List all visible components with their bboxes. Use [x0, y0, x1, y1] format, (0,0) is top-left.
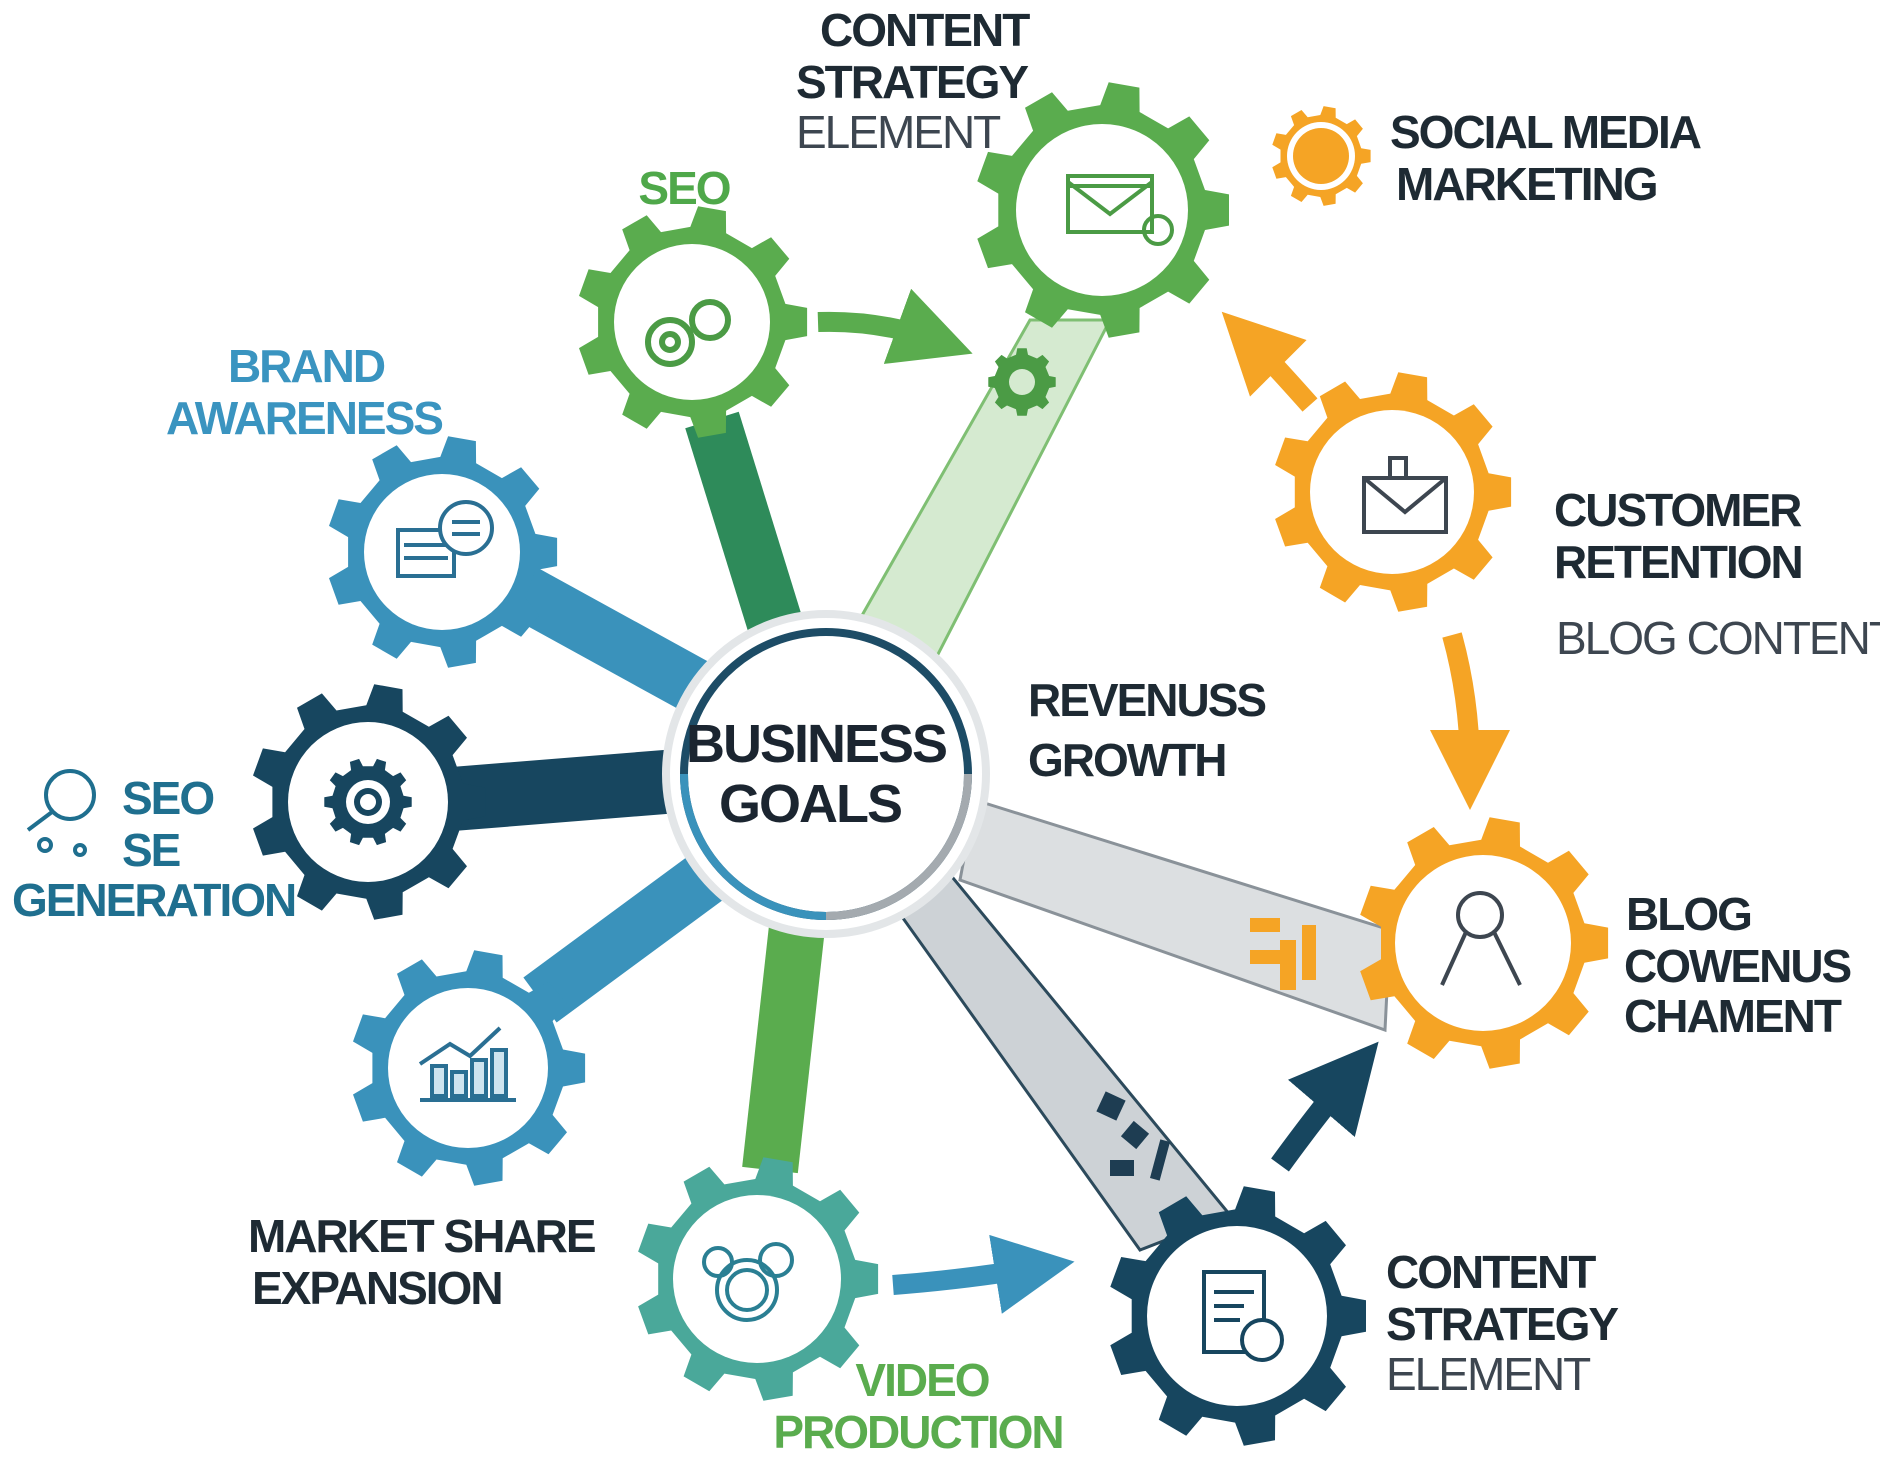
connector-content-top-band — [845, 318, 1113, 662]
arrow-video-to-bottom — [892, 1234, 1075, 1314]
envelope-icon — [1362, 456, 1448, 534]
gear-market-share — [353, 950, 586, 1186]
svg-text:PRODUCTION: PRODUCTION — [773, 1406, 1062, 1458]
connector-video — [742, 896, 828, 1174]
exchange-arrows-icon — [1250, 918, 1316, 990]
svg-text:CUSTOMER: CUSTOMER — [1554, 484, 1802, 536]
connector-brand — [506, 565, 734, 725]
label-market-share: MARKET SHARE EXPANSION — [248, 1210, 597, 1314]
gear-seo-generation — [253, 684, 486, 920]
svg-text:GENERATION: GENERATION — [12, 874, 295, 926]
svg-text:STRATEGY: STRATEGY — [796, 56, 1028, 108]
small-gear-hole — [1009, 369, 1035, 395]
svg-text:AWARENESS: AWARENESS — [166, 392, 442, 444]
email-settings-icon — [1066, 174, 1174, 246]
puzzle-pieces-icon — [1096, 1091, 1171, 1181]
gear-seo — [579, 206, 808, 438]
svg-text:BLOG: BLOG — [1626, 888, 1751, 940]
connector-seo — [685, 411, 807, 649]
label-blog-content: BLOG CONTENT — [1556, 612, 1880, 664]
label-seo-top: SEO — [638, 162, 729, 214]
svg-text:BRAND: BRAND — [228, 340, 385, 392]
gear-video-production — [638, 1157, 879, 1401]
arrows — [817, 288, 1510, 1314]
connectors — [437, 318, 1392, 1252]
arrow-bottom-to-blog — [1271, 1041, 1379, 1172]
dashboard-gauge-icon — [702, 1242, 794, 1322]
svg-text:ELEMENT: ELEMENT — [1386, 1348, 1591, 1400]
svg-text:GROWTH: GROWTH — [1028, 734, 1226, 786]
svg-text:CONTENT: CONTENT — [1386, 1246, 1596, 1298]
svg-text:MARKET SHARE: MARKET SHARE — [248, 1210, 595, 1262]
gear-content-strategy-top — [977, 82, 1229, 338]
label-blog: BLOG COWENUS CHAMENT — [1624, 888, 1853, 1042]
magnifier-tools-icon — [1440, 891, 1522, 986]
svg-text:EXPANSION: EXPANSION — [252, 1262, 502, 1314]
chat-documents-icon — [396, 500, 494, 578]
svg-text:RETENTION: RETENTION — [1554, 536, 1802, 588]
svg-text:MARKETING: MARKETING — [1396, 158, 1657, 210]
gear-customer-retention — [1275, 372, 1512, 612]
connector-market — [523, 837, 747, 1023]
center-line2: GOALS — [719, 774, 901, 834]
svg-text:COWENUS: COWENUS — [1624, 940, 1851, 992]
document-settings-icon — [1202, 1270, 1284, 1362]
svg-text:SE: SE — [122, 824, 180, 876]
center-line1: BUSINESS — [686, 714, 946, 774]
label-revenue-growth: REVENUSS GROWTH — [1028, 674, 1267, 786]
svg-text:CHAMENT: CHAMENT — [1624, 990, 1842, 1042]
gear-blog — [1360, 817, 1609, 1069]
label-content-strategy-top: CONTENT STRATEGY ELEMENT — [796, 4, 1032, 158]
arrow-customer-to-content — [1221, 311, 1318, 412]
bar-chart-growth-icon — [418, 1026, 516, 1102]
cogs-icon — [645, 299, 731, 367]
svg-text:SOCIAL MEDIA: SOCIAL MEDIA — [1390, 106, 1701, 158]
label-brand-awareness: BRAND AWARENESS — [166, 340, 444, 444]
svg-text:CONTENT: CONTENT — [820, 4, 1030, 56]
arrow-seo-to-content — [817, 288, 973, 364]
svg-text:STRATEGY: STRATEGY — [1386, 1298, 1618, 1350]
gear-brand-awareness — [329, 436, 558, 668]
svg-text:SEO: SEO — [122, 772, 213, 824]
gear-content-strategy-bottom — [1110, 1186, 1366, 1446]
seo-person-icon — [26, 769, 96, 857]
svg-text:ELEMENT: ELEMENT — [796, 106, 1001, 158]
gear-social-media — [1272, 106, 1371, 206]
label-seo-generation: SEO SE GENERATION — [12, 772, 297, 926]
svg-text:REVENUSS: REVENUSS — [1028, 674, 1265, 726]
arrow-customer-to-blog — [1429, 632, 1510, 810]
label-customer-retention: CUSTOMER RETENTION BLOG CONTENT — [1554, 484, 1880, 664]
center-business-goals: BUSINESS GOALS — [662, 610, 990, 938]
label-content-strategy-bottom: CONTENT STRATEGY ELEMENT — [1386, 1246, 1620, 1400]
label-social-media: SOCIAL MEDIA MARKETING — [1390, 106, 1703, 210]
label-video-production: VIDEO PRODUCTION — [773, 1354, 1064, 1458]
svg-text:VIDEO: VIDEO — [855, 1354, 988, 1406]
